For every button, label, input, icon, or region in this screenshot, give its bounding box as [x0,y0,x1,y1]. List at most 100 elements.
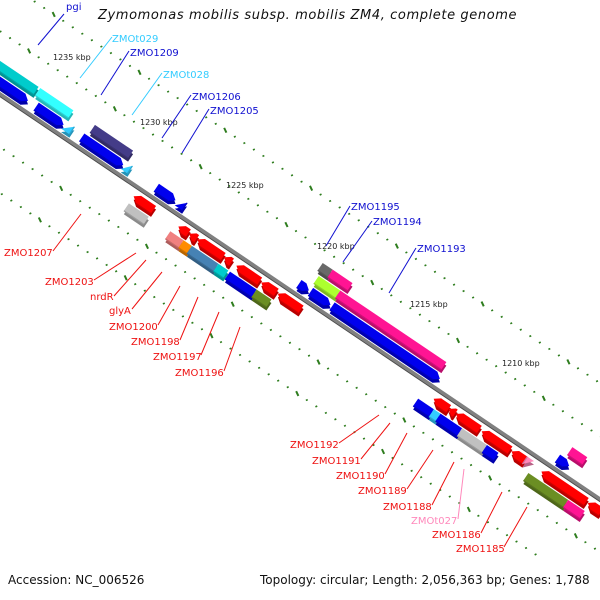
feature-ZMO1188[interactable] [511,451,528,468]
tick-mark [144,243,149,250]
tick-mark [479,470,482,473]
feature-ZMO1189-cog[interactable] [456,428,487,456]
feature-ZMO1205[interactable] [174,202,188,214]
label-ZMO1185[interactable]: ZMO1185 [456,544,505,555]
tick-mark [405,251,408,254]
feature-ZMO1193[interactable] [329,302,440,383]
label-ZMO1207[interactable]: ZMO1207 [4,248,53,259]
feature-glyA-cog[interactable] [186,245,219,275]
feature-ZMO1194-cog-b[interactable] [313,275,341,302]
tick-mark [304,236,307,239]
feature-pgi-cog[interactable] [0,60,39,98]
tick-mark [260,322,263,325]
tick-mark [524,546,528,550]
feature-ZMO1186[interactable] [541,471,589,509]
tick-mark [276,379,280,382]
feature-ZMO1192[interactable] [433,398,452,417]
label-glyA[interactable]: glyA [109,306,131,317]
feature-ZMO1198[interactable] [236,265,263,289]
label-ZMOt027[interactable]: ZMOt027 [411,516,457,527]
label-ZMO1196[interactable]: ZMO1196 [175,368,224,379]
tick-mark [590,429,593,432]
feature-ZMO1206[interactable] [153,183,176,205]
feature-ZMO1207[interactable] [133,195,157,217]
tick-mark [275,217,279,220]
feature-ZMO1185-cog[interactable] [562,499,585,522]
label-nrdR[interactable]: nrdR [90,292,114,303]
feature-ZMO1200[interactable] [223,256,234,270]
feature-ZMO1198-cog[interactable] [224,271,257,301]
feature-ZMO1207-cog[interactable] [123,203,149,228]
label-ZMO1186[interactable]: ZMO1186 [432,530,481,541]
feature-ZMO1190-cog[interactable] [435,413,463,440]
feature-ZMO1200-cog[interactable] [213,263,229,282]
feature-ZMO1197[interactable] [261,282,279,300]
tick-mark [279,335,282,338]
feature-ZMO1192-cog[interactable] [412,398,434,421]
feature-ZMO1209[interactable] [78,133,124,170]
feature-ZMOt029[interactable] [61,126,75,138]
label-ZMO1195[interactable]: ZMO1195 [351,202,400,213]
feature-edge [135,202,152,214]
leader-line [37,13,65,46]
label-ZMOt029[interactable]: ZMOt029 [112,34,158,45]
feature-nrdR[interactable] [189,233,200,247]
feature-ZMO1209-cog[interactable] [89,124,134,162]
feature-ZMO1195[interactable] [296,280,309,295]
label-ZMO1200[interactable]: ZMO1200 [109,322,158,333]
label-ZMO1193[interactable]: ZMO1193 [417,244,466,255]
label-ZMO1192[interactable]: ZMO1192 [290,440,339,451]
tick-mark [469,463,473,467]
feature-ZMO1196[interactable] [277,293,304,317]
leader-line [431,461,455,506]
feature-ZMOt027[interactable] [521,456,535,468]
leader-line [325,205,351,247]
feature-ZMO1189[interactable] [481,430,513,458]
feature-ZMO1194-cog-a[interactable] [327,269,353,295]
feature-ZMO1191[interactable] [448,408,458,421]
feature-ZMO1185[interactable] [587,502,600,520]
tick-mark [372,443,375,447]
feature-ZMO1191-cog[interactable] [428,409,441,425]
feature-pgi[interactable] [0,70,28,105]
label-ZMO1189[interactable]: ZMO1189 [358,486,407,497]
tick-mark [546,515,549,518]
tick-mark [466,345,469,349]
tick-mark [486,521,490,524]
feature-ZMO1190[interactable] [456,413,482,437]
feature-glyA[interactable] [197,238,226,264]
tick-mark [509,322,513,325]
tick-mark [172,308,175,312]
feature-ZMO1197-cog[interactable] [251,289,272,311]
label-ZMO1203[interactable]: ZMO1203 [45,277,94,288]
tick-mark [519,328,523,331]
feature-ZMOt028[interactable] [120,165,133,177]
tick-mark [437,326,441,329]
feature-plus-gene-1210-cog[interactable] [567,447,588,469]
feature-ZMO1194[interactable] [307,287,331,309]
label-ZMO1194[interactable]: ZMO1194 [373,217,422,228]
label-ZMO1205[interactable]: ZMO1205 [210,106,259,117]
label-ZMO1198[interactable]: ZMO1198 [131,337,180,348]
feature-ZMO1188-cog[interactable] [481,445,499,464]
label-ZMO1209[interactable]: ZMO1209 [130,48,179,59]
feature-ZMOt029-cog[interactable] [34,87,74,122]
feature-ZMO1186-cog[interactable] [523,472,569,511]
tick-mark [332,255,336,258]
label-ZMO1191[interactable]: ZMO1191 [312,456,361,467]
tick-mark [208,171,212,175]
label-pgi[interactable]: pgi [66,2,81,13]
label-ZMO1190[interactable]: ZMO1190 [336,471,385,482]
label-ZMOt028[interactable]: ZMOt028 [163,70,209,81]
feature-ZMO1193-cog[interactable] [334,290,447,374]
feature-gene-2[interactable] [33,102,64,129]
tick-mark [526,502,530,505]
tick-mark [256,204,260,207]
feature-ZMO1203[interactable] [178,226,191,241]
label-ZMO1206[interactable]: ZMO1206 [192,92,241,103]
label-ZMO1197[interactable]: ZMO1197 [153,352,202,363]
feature-plus-gene-1210[interactable] [554,454,570,471]
label-ZMO1188[interactable]: ZMO1188 [383,502,432,513]
leader-line [223,326,241,372]
tick-mark [90,39,94,42]
